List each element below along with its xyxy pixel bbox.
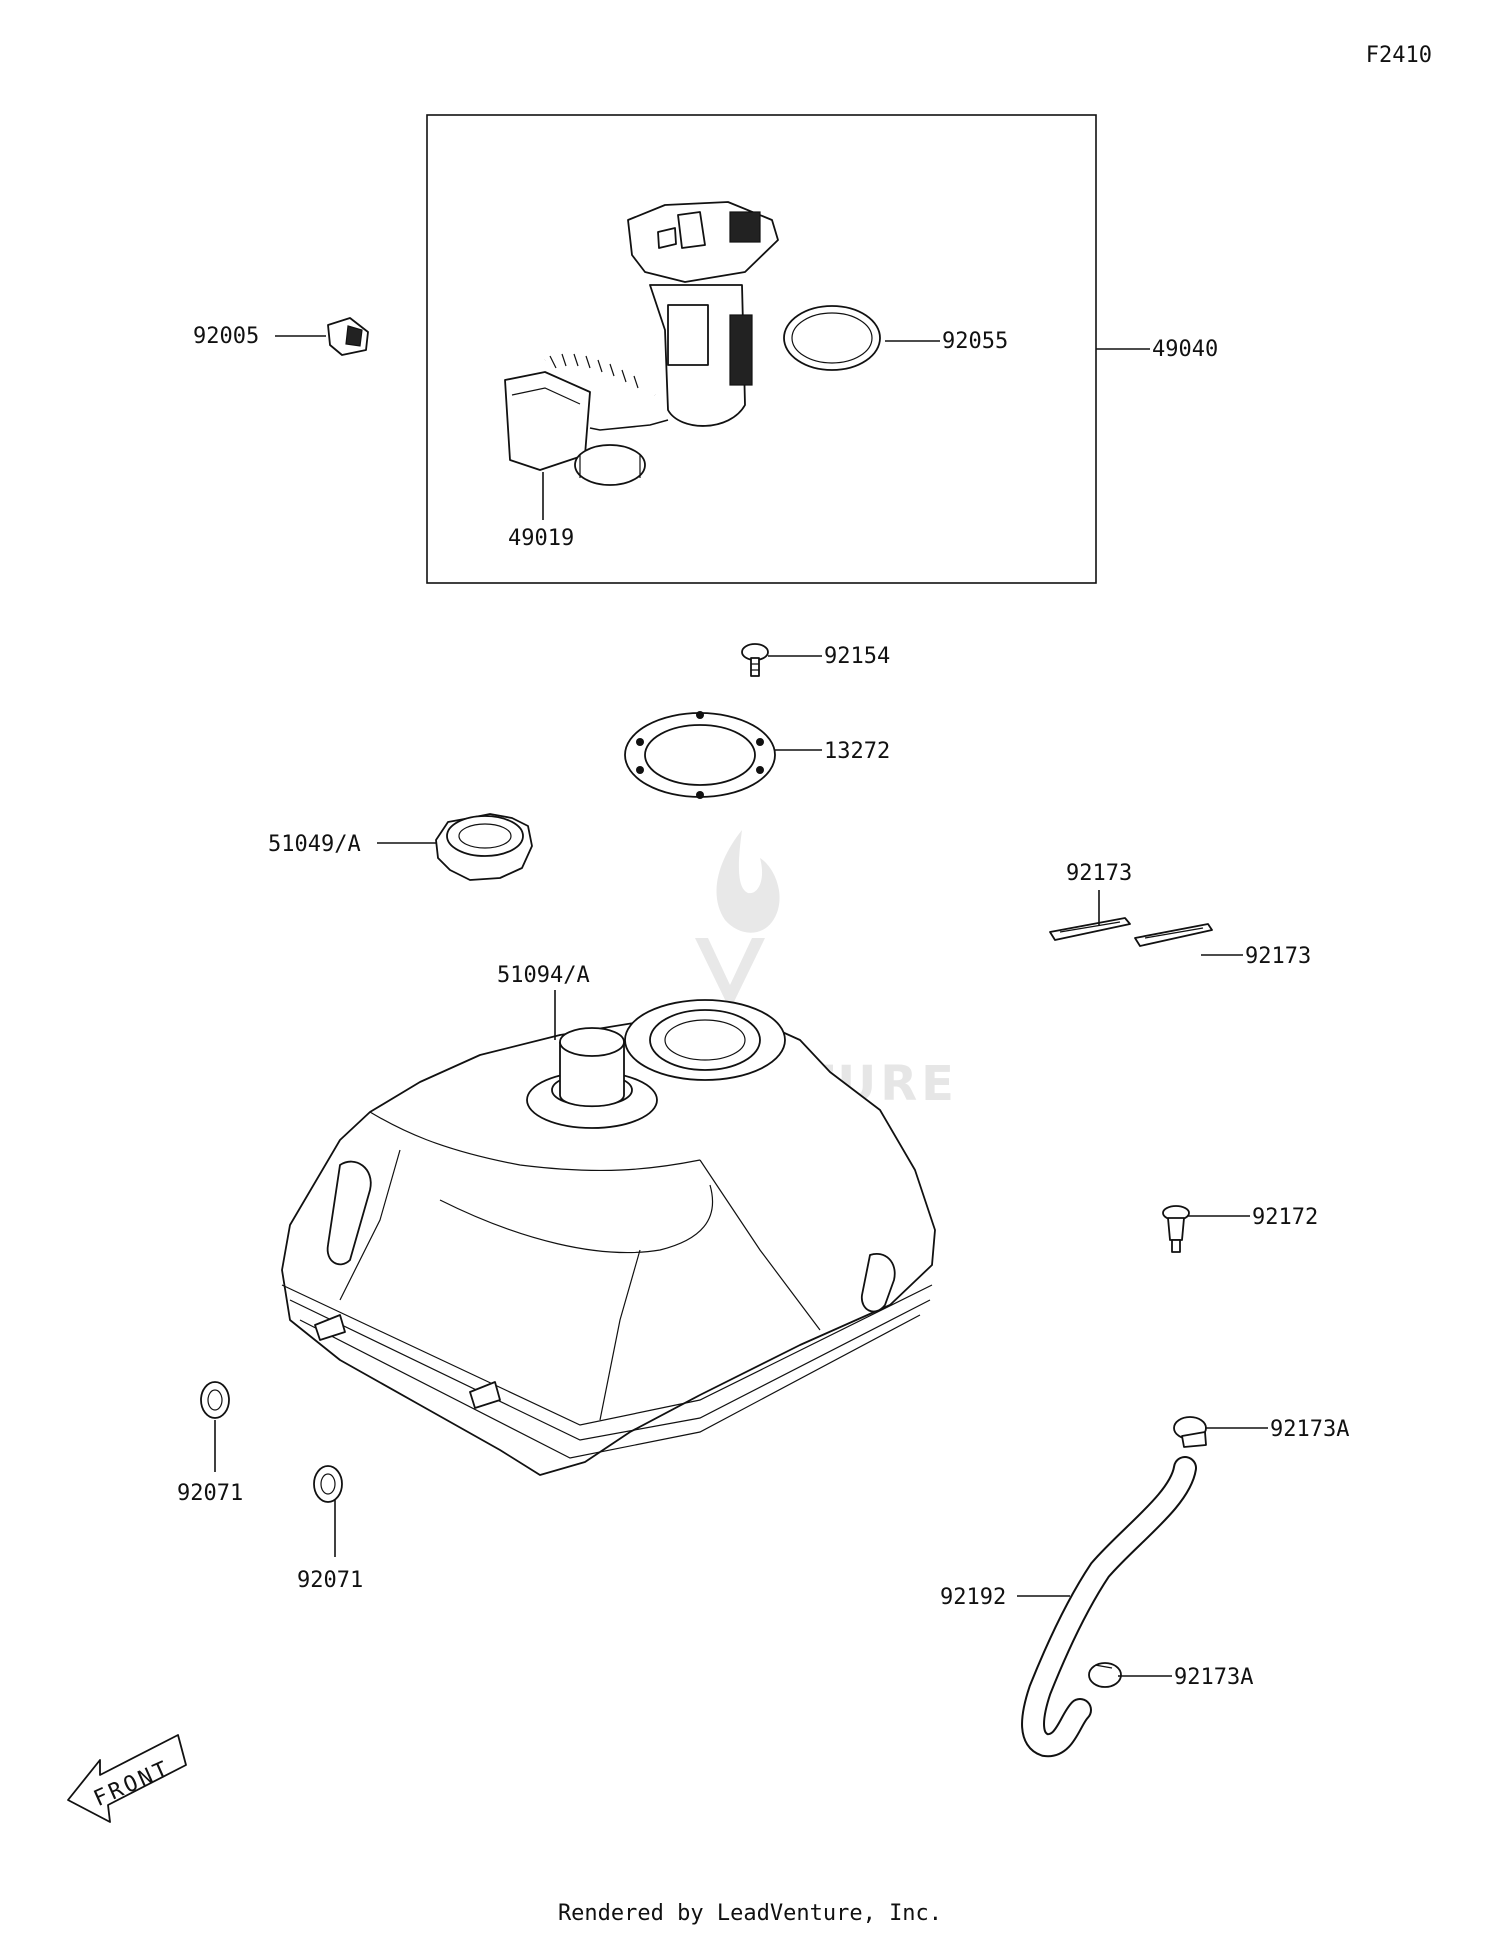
- hose-clamp-icon-top[interactable]: [1173, 1416, 1207, 1448]
- callout-51094-a: 51094/A: [497, 963, 590, 988]
- fuel-tank-icon[interactable]: [281, 999, 936, 1476]
- callout-49040: 49040: [1152, 337, 1218, 362]
- callout-92173-lower: 92173: [1245, 944, 1311, 969]
- callout-92172: 92172: [1252, 1205, 1318, 1230]
- hose-clamp-icon-bottom[interactable]: [1088, 1662, 1122, 1688]
- callout-13272: 13272: [824, 739, 890, 764]
- leader-lines: [214, 335, 1268, 1677]
- callout-49019: 49019: [508, 526, 574, 551]
- callout-92154: 92154: [824, 644, 890, 669]
- callout-92071-left: 92071: [177, 1481, 243, 1506]
- callout-92192: 92192: [940, 1585, 1006, 1610]
- callout-92055: 92055: [942, 329, 1008, 354]
- bolt-icon[interactable]: [741, 643, 769, 677]
- vent-hose-icon[interactable]: [1021, 1456, 1197, 1758]
- callout-92005: 92005: [193, 324, 259, 349]
- callout-92173a-top: 92173A: [1270, 1417, 1349, 1442]
- callout-92071-right: 92071: [297, 1568, 363, 1593]
- front-arrow-icon: FRONT: [67, 1734, 187, 1823]
- grommet-icon-1[interactable]: [200, 1381, 230, 1419]
- callout-51049-a: 51049/A: [268, 832, 361, 857]
- footer-credit: Rendered by LeadVenture, Inc.: [558, 1901, 942, 1926]
- o-ring-icon[interactable]: [783, 305, 881, 371]
- callout-92173-upper: 92173: [1066, 861, 1132, 886]
- fuel-cap-icon[interactable]: [435, 813, 533, 881]
- diagram-code: F2410: [1366, 43, 1432, 68]
- clip-icon-2[interactable]: [1134, 923, 1213, 947]
- fuel-pump-assembly-icon[interactable]: [504, 201, 779, 486]
- callout-92173a-bottom: 92173A: [1174, 1665, 1253, 1690]
- hose-connector-icon[interactable]: [327, 317, 369, 356]
- clip-icon-1[interactable]: [1049, 917, 1131, 941]
- fitting-icon[interactable]: [1162, 1205, 1190, 1253]
- grommet-icon-2[interactable]: [313, 1465, 343, 1503]
- gasket-icon[interactable]: [624, 711, 776, 799]
